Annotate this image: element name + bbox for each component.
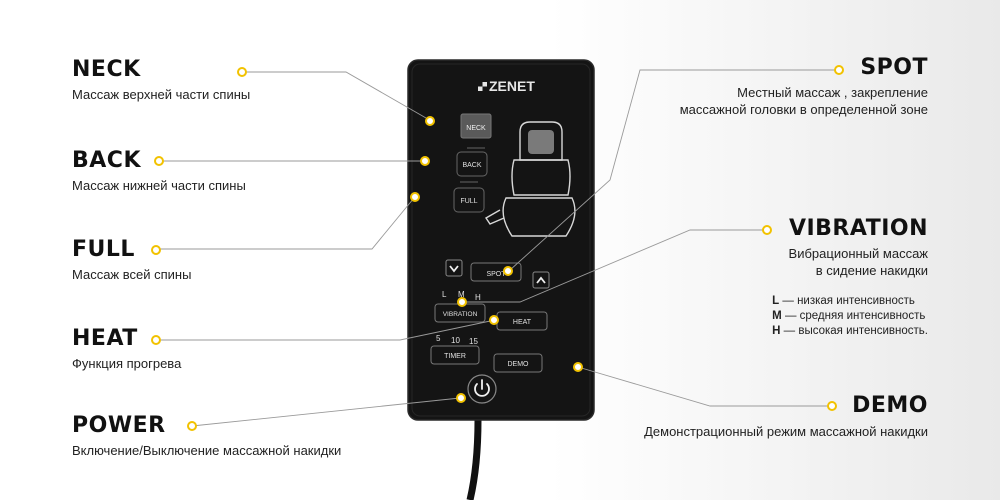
callout-back-title: BACK (72, 148, 141, 173)
marker-demo-label (827, 401, 837, 411)
legend-row-h: H — высокая интенсивность. (772, 324, 928, 339)
callout-full: FULL Массаж всей спины (72, 237, 191, 283)
callout-spot-desc-1: Местный массаж , закрепление (737, 85, 928, 100)
seat-pictogram (485, 121, 576, 237)
legend-text-h: — высокая интенсивность. (783, 325, 928, 337)
remote-timer-label: TIMER (444, 353, 466, 360)
legend-key-h: H (772, 325, 781, 337)
marker-neck-label (237, 67, 247, 77)
marker-back-label (154, 156, 164, 166)
remote-vibration-label: VIBRATION (443, 311, 478, 318)
legend-row-l: L — низкая интенсивность (772, 294, 928, 309)
legend-key-l: L (772, 295, 780, 307)
remote-neck-label: NECK (466, 125, 486, 132)
marker-back-remote (420, 156, 430, 166)
remote-level-l: L (442, 290, 447, 299)
callout-back: BACK Массаж нижней части спины (72, 148, 246, 194)
callout-back-desc: Массаж нижней части спины (72, 178, 246, 193)
cable (466, 419, 482, 500)
callout-full-title: FULL (72, 237, 135, 262)
remote-down-button[interactable] (445, 259, 463, 277)
marker-vibration-remote (457, 297, 467, 307)
remote-full-button[interactable]: FULL (453, 187, 485, 213)
brand-name: ZENET (489, 78, 535, 94)
remote-control: ZENET NECK BACK FULL (407, 59, 595, 421)
callout-power-title: POWER (72, 413, 166, 438)
legend-text-m: — средняя интенсивность (784, 310, 926, 322)
chevron-up-icon (536, 276, 546, 284)
callout-markers (151, 65, 844, 431)
callout-full-desc: Массаж всей спины (72, 267, 192, 282)
callout-spot: SPOT Местный массаж , закрепление массаж… (680, 55, 928, 118)
callout-vibration-desc-2: в сидение накидки (815, 263, 928, 278)
remote-back-button[interactable]: BACK (456, 151, 488, 177)
marker-full-label (151, 245, 161, 255)
marker-neck-remote (425, 116, 435, 126)
remote-spot-button[interactable]: SPOT (470, 262, 522, 282)
callout-power-desc: Включение/Выключение массажной накидки (72, 443, 342, 458)
marker-power-remote (456, 393, 466, 403)
marker-full-remote (410, 192, 420, 202)
callout-vibration-desc-1: Вибрационный массаж (788, 246, 928, 261)
marker-spot-label (834, 65, 844, 75)
callout-demo-title: DEMO (852, 393, 928, 418)
callout-neck: NECK Массаж верхней части спины (72, 57, 250, 103)
callout-demo-desc: Демонстрационный режим массажной накидки (644, 424, 928, 439)
leader-lines (156, 69, 838, 427)
brand-logo: ZENET (478, 78, 535, 94)
callout-vibration-title: VIBRATION (788, 216, 928, 241)
marker-power-label (187, 421, 197, 431)
remote-timer-button[interactable]: TIMER (430, 345, 480, 365)
remote-neck-button[interactable]: NECK (460, 113, 492, 139)
remote-vibration-button[interactable]: VIBRATION (434, 303, 486, 323)
callout-neck-desc: Массаж верхней части спины (72, 87, 251, 102)
marker-vibration-label (762, 225, 772, 235)
callout-heat-desc: Функция прогрева (72, 356, 182, 371)
remote-demo-button[interactable]: DEMO (493, 353, 543, 373)
marker-demo-remote (573, 362, 583, 372)
callout-heat-title: HEAT (72, 326, 138, 351)
marker-spot-remote (503, 266, 513, 276)
intensity-legend: L — низкая интенсивность M — средняя инт… (772, 294, 928, 339)
callout-spot-desc-2: массажной головки в определенной зоне (679, 102, 928, 117)
chevron-down-icon (449, 265, 459, 273)
power-icon (474, 379, 490, 397)
callout-vibration: VIBRATION Вибрационный массаж в сидение … (789, 216, 928, 279)
callout-power: POWER Включение/Выключение массажной нак… (72, 413, 341, 459)
remote-full-label: FULL (460, 198, 477, 205)
legend-row-m: M — средняя интенсивность (772, 309, 928, 324)
legend-text-l: — низкая интенсивность (782, 295, 915, 307)
remote-level-m: M (458, 290, 465, 299)
remote-heat-button[interactable]: HEAT (496, 311, 548, 331)
remote-back-label: BACK (462, 162, 481, 169)
remote-timer-15: 15 (469, 337, 478, 346)
remote-up-button[interactable] (532, 271, 550, 289)
legend-key-m: M (772, 310, 782, 322)
remote-heat-label: HEAT (513, 319, 532, 326)
remote-demo-label: DEMO (508, 361, 530, 368)
remote-level-h: H (475, 293, 481, 302)
marker-heat-label (151, 335, 161, 345)
callout-spot-title: SPOT (860, 55, 928, 80)
callout-neck-title: NECK (72, 57, 141, 82)
remote-spot-label: SPOT (486, 271, 506, 278)
remote-timer-5: 5 (436, 334, 441, 343)
remote-power-button[interactable] (467, 374, 497, 404)
callout-heat: HEAT Функция прогрева (72, 326, 181, 372)
marker-heat-remote (489, 315, 499, 325)
callout-demo: DEMO Демонстрационный режим массажной на… (644, 393, 928, 440)
remote-timer-10: 10 (451, 336, 460, 345)
